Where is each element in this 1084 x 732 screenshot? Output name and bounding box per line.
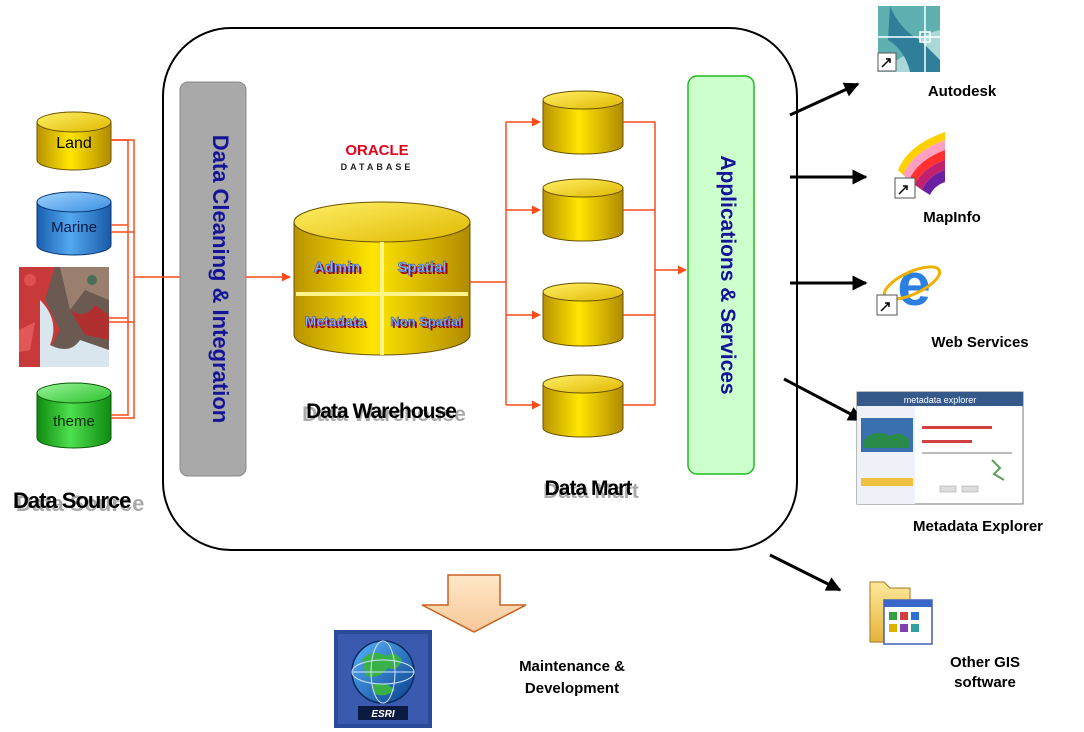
data-warehouse-title-shadow: Data Warehouse (302, 403, 466, 426)
autodesk-icon (877, 6, 940, 72)
other-gis-folder-icon (869, 581, 933, 645)
mapinfo-label: MapInfo (923, 209, 981, 226)
other-gis-label-line1: Other GIS (950, 654, 1020, 671)
metadata-window-title: metadata explorer (904, 395, 977, 405)
land-cylinder: Land (36, 111, 112, 171)
maintenance-down-arrow (421, 574, 527, 633)
output-arrows (769, 82, 868, 592)
quadrant-metadata: Metadata (305, 313, 366, 329)
svg-text:e: e (897, 251, 930, 318)
quadrant-metadata-shadow: Metadata (307, 315, 368, 331)
data-mart-title: Data Mart Data Mart (543, 477, 639, 503)
applications-services-label: Applications & Services (716, 155, 739, 394)
mapinfo-icon (894, 128, 945, 200)
data-warehouse-cylinder (293, 201, 471, 356)
data-source-title: Data Source Data Source (13, 488, 144, 516)
applications-services-bar: Applications & Services (687, 75, 755, 475)
marine-label: Marine (51, 219, 97, 236)
data-cleaning-label: Data Cleaning & Integration (208, 135, 233, 423)
oracle-sub: DATABASE (341, 162, 414, 172)
data-mart-title-text: Data Mart (545, 477, 633, 500)
warehouse-to-mart-connectors (470, 117, 541, 410)
source-connectors (109, 139, 180, 419)
data-warehouse-title-text: Data Warehouse (306, 400, 456, 423)
maintenance-label-line2: Development (525, 680, 619, 697)
esri-wordmark: ESRI (371, 709, 395, 720)
satellite-image (19, 267, 109, 367)
theme-cylinder: theme (36, 382, 112, 449)
marine-cylinder: Marine (36, 191, 112, 256)
data-warehouse-title: Data Warehouse Data Warehouse (302, 400, 466, 426)
esri-logo: ESRI (334, 630, 432, 728)
data-mart-cylinder-3 (542, 282, 624, 347)
autodesk-label: Autodesk (928, 83, 997, 100)
quadrant-spatial: Spatial (397, 259, 446, 276)
oracle-logo: ORACLE DATABASE (341, 142, 414, 172)
metadata-explorer-label: Metadata Explorer (913, 518, 1043, 535)
maintenance-label-line1: Maintenance & (519, 658, 625, 675)
land-label: Land (56, 135, 92, 152)
oracle-brand: ORACLE (345, 142, 408, 159)
data-mart-cylinder-4 (542, 374, 624, 438)
data-source-title-shadow: Data Source (16, 491, 144, 516)
warehouse-quadrant-labels: Admin Admin Spatial Spatial Metadata Met… (304, 259, 464, 331)
data-mart-cylinder-1 (542, 90, 624, 155)
data-mart-title-shadow: Data Mart (543, 480, 639, 503)
theme-label: theme (53, 413, 95, 430)
main-container (162, 27, 798, 551)
data-source-title-text: Data Source (13, 488, 131, 513)
web-services-icon: e (876, 251, 942, 318)
data-cleaning-bar: Data Cleaning & Integration (179, 81, 247, 477)
metadata-explorer-window: metadata explorer (856, 391, 1024, 505)
quadrant-nonspatial: Non Spatial (390, 314, 462, 329)
quadrant-nonspatial-shadow: Non Spatial (392, 316, 464, 331)
mart-to-services-connectors (623, 121, 687, 406)
quadrant-admin-shadow: Admin (316, 261, 363, 278)
data-mart-cylinder-2 (542, 178, 624, 242)
quadrant-admin: Admin (314, 259, 361, 276)
other-gis-label-line2: software (954, 674, 1016, 691)
quadrant-spatial-shadow: Spatial (399, 261, 448, 278)
web-services-label: Web Services (931, 334, 1028, 351)
